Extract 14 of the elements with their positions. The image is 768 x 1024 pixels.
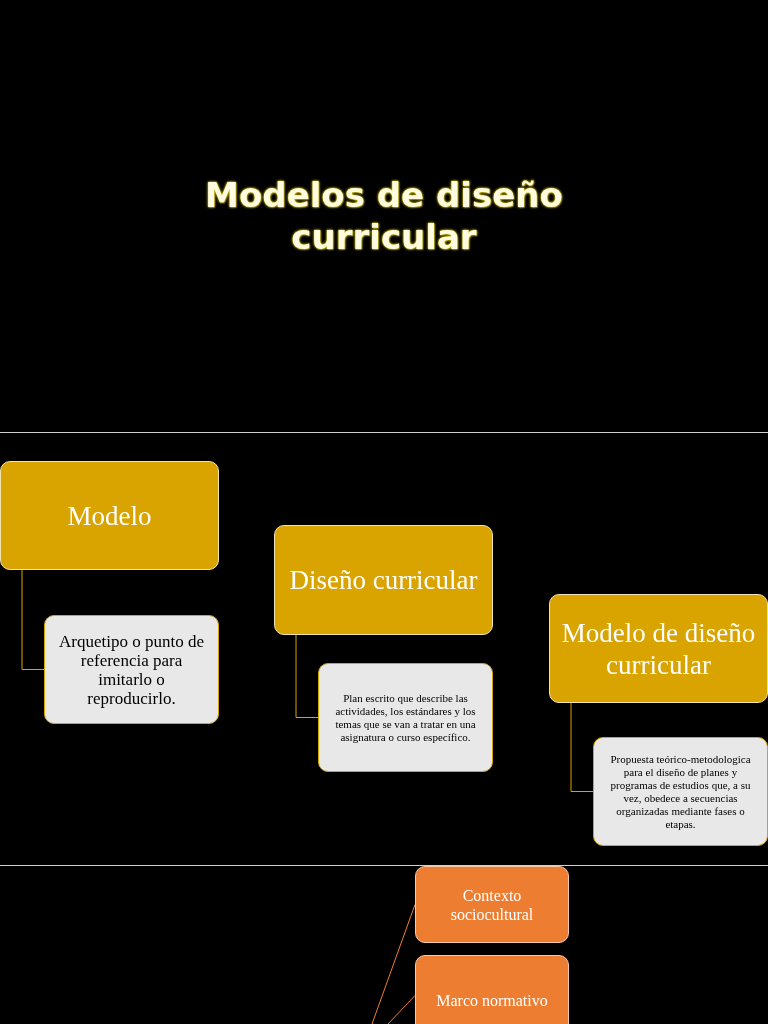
definition-box: Plan escrito que describe las actividades, los estándares y los temas que se van a tratar en una asignatura o curso específico. (318, 663, 493, 772)
connector-line (570, 702, 594, 792)
definition-box: Propuesta teórico-metodologica para el diseño de planes y programas de estudios que, a su vez, obedece a secuencias organizadas mediante fases o etapas. (593, 737, 768, 846)
slide-title: Modelos de diseño curricular (204, 174, 564, 258)
connector-line (295, 634, 319, 718)
topic-box: Contexto sociocultural (415, 866, 569, 943)
concept-box: Diseño curricular (274, 525, 493, 635)
connector-line (371, 904, 416, 1024)
connector-line (21, 569, 45, 670)
concept-box: Modelo de diseño curricular (549, 594, 768, 703)
concept-box: Modelo (0, 461, 219, 570)
connector-line (387, 995, 416, 1024)
topic-box: Marco normativo (415, 955, 569, 1024)
definition-box: Arquetipo o punto de referencia para imitarlo o reproducirlo. (44, 615, 219, 724)
